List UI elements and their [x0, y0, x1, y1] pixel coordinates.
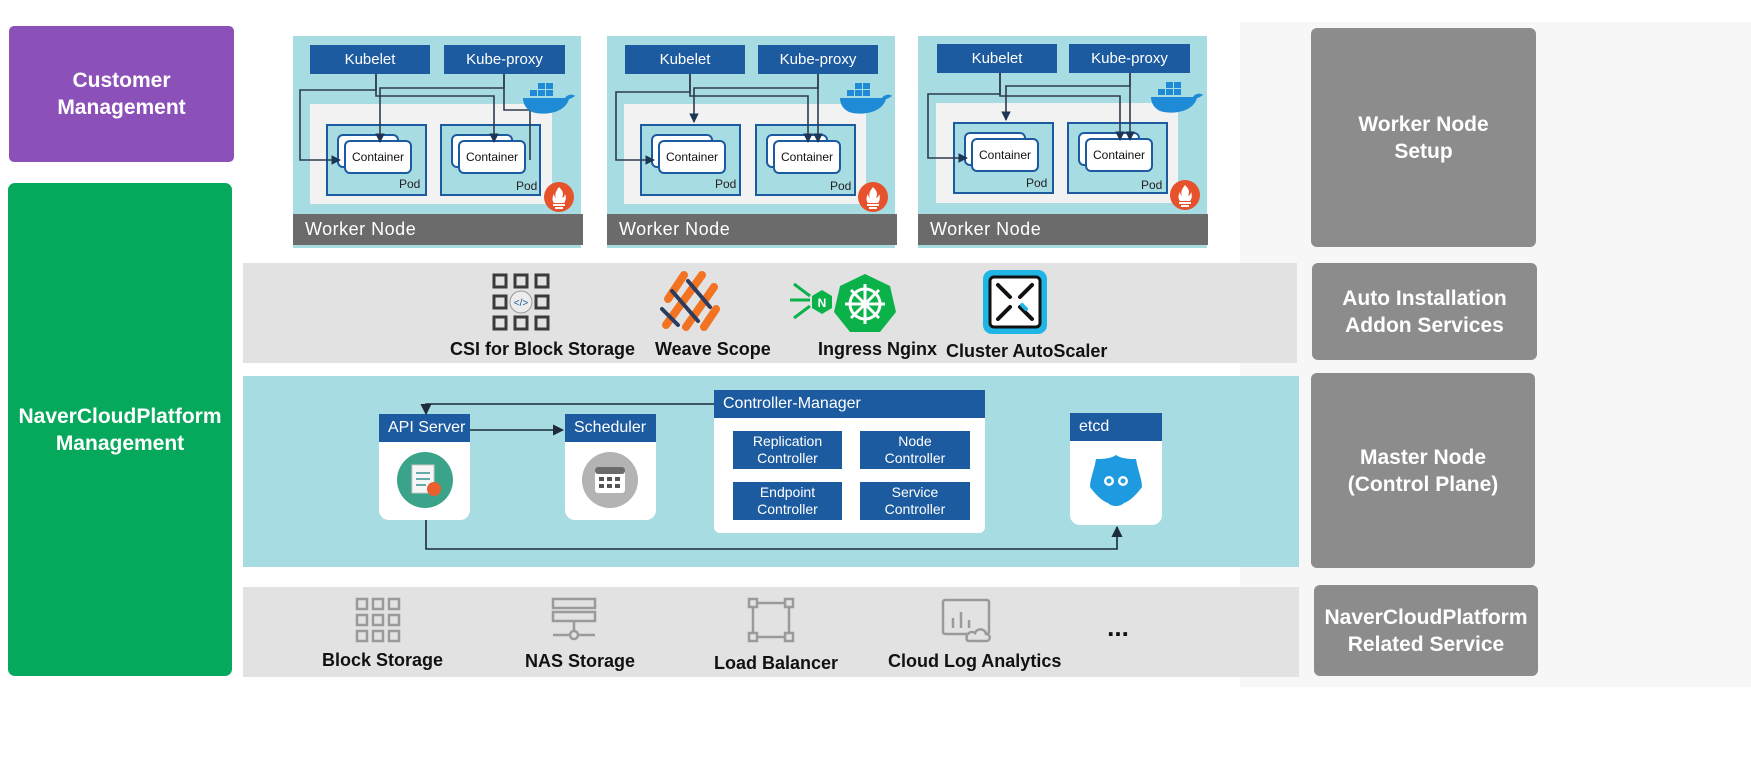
- pod-label: Pod: [399, 177, 421, 191]
- customer-management-box: Customer Management: [9, 26, 234, 162]
- master-node-box: Master Node (Control Plane): [1311, 373, 1535, 568]
- prometheus-icon: [1170, 180, 1200, 210]
- container: Container: [458, 140, 526, 174]
- pod-label: Pod: [1026, 176, 1048, 190]
- cluster-autoscaler-icon: [983, 270, 1047, 334]
- worker-node-setup-box: Worker Node Setup: [1311, 28, 1536, 247]
- prometheus-icon: [544, 182, 574, 212]
- prometheus-icon: [858, 182, 888, 212]
- kubelet-label: Kubelet: [937, 44, 1057, 73]
- container: Container: [773, 140, 841, 174]
- ingress-badge-text: N: [818, 296, 827, 310]
- nas-storage-icon: [551, 597, 597, 641]
- auto-installation-box: Auto Installation Addon Services: [1312, 263, 1537, 360]
- more-services-ellipsis: ...: [1107, 612, 1129, 642]
- scheduler-header: Scheduler: [565, 414, 656, 442]
- calendar-icon: [582, 452, 638, 508]
- replication-controller: Replication Controller: [733, 431, 842, 469]
- etcd-icon: [1090, 455, 1142, 506]
- nas-storage-label: NAS Storage: [524, 651, 636, 671]
- docker-icon: [840, 83, 892, 114]
- block-storage-label: Block Storage: [322, 650, 444, 670]
- block-storage-icon: [355, 597, 401, 643]
- service-controller: Service Controller: [860, 482, 970, 520]
- cloud-log-analytics-icon: [941, 598, 991, 643]
- weave-scope-label: Weave Scope: [655, 339, 771, 359]
- kube-proxy-label: Kube-proxy: [444, 45, 565, 74]
- weave-scope-icon: [660, 271, 720, 331]
- pod-label: Pod: [715, 177, 737, 191]
- etcd-header: etcd: [1070, 413, 1162, 441]
- worker-node-footer: Worker Node: [918, 214, 1208, 245]
- api-server-header: API Server: [379, 414, 470, 442]
- kube-proxy-label: Kube-proxy: [1069, 44, 1190, 73]
- node-controller: Node Controller: [860, 431, 970, 469]
- pod-label: Pod: [516, 179, 538, 193]
- ingress-nginx-icon: N: [790, 274, 896, 332]
- csi-block-storage-icon: </>: [492, 273, 550, 331]
- pod-label: Pod: [830, 179, 852, 193]
- csi-label: CSI for Block Storage: [450, 339, 636, 359]
- ingress-nginx-label: Ingress Nginx: [818, 339, 938, 359]
- kubelet-label: Kubelet: [625, 45, 745, 74]
- worker-node-footer: Worker Node: [607, 214, 897, 245]
- load-balancer-label: Load Balancer: [714, 653, 839, 673]
- worker-node-footer: Worker Node: [293, 214, 583, 245]
- api-server-icon: [397, 452, 453, 508]
- container: Container: [971, 138, 1039, 172]
- svg-text:</>: </>: [514, 298, 529, 309]
- docker-icon: [523, 83, 575, 114]
- related-service-box: NaverCloudPlatform Related Service: [1314, 585, 1538, 676]
- container: Container: [344, 140, 412, 174]
- ncp-management-box: NaverCloudPlatform Management: [8, 183, 232, 676]
- cluster-autoscaler-label: Cluster AutoScaler: [946, 341, 1108, 361]
- pod-label: Pod: [1141, 178, 1163, 192]
- kubelet-label: Kubelet: [310, 45, 430, 74]
- container: Container: [658, 140, 726, 174]
- endpoint-controller: Endpoint Controller: [733, 482, 842, 520]
- docker-icon: [1151, 82, 1203, 113]
- addon-band: [243, 263, 1297, 363]
- cloud-log-analytics-label: Cloud Log Analytics: [888, 651, 1062, 671]
- kube-proxy-label: Kube-proxy: [758, 45, 878, 74]
- load-balancer-icon: [747, 597, 795, 643]
- controller-manager-header: Controller-Manager: [714, 390, 985, 418]
